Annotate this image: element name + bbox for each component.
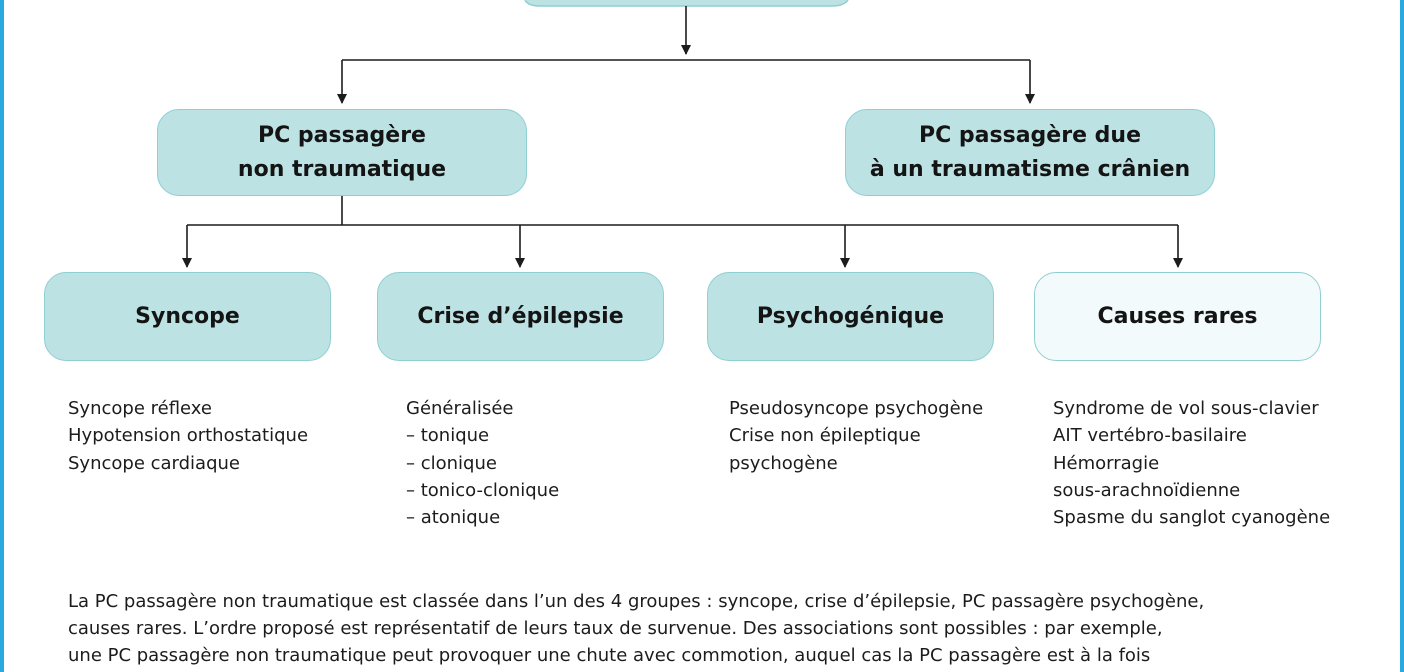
box-epilepsie-label: Crise d’épilepsie: [417, 303, 624, 329]
list-item: AIT vertébro-basilaire: [1053, 425, 1247, 447]
list-item: Pseudosyncope psychogène: [729, 398, 984, 419]
box-epilepsie: Crise d’épilepsie: [377, 272, 664, 361]
list-item: Syncope réflexe: [68, 398, 212, 419]
syncope-list: Syncope réflexe Hypotension orthostatiqu…: [68, 395, 308, 477]
box-causes-rares-label: Causes rares: [1097, 303, 1258, 329]
list-item: Généralisée: [406, 398, 514, 419]
caption-line: La PC passagère non traumatique est clas…: [68, 591, 1205, 612]
box-syncope-label: Syncope: [135, 303, 240, 329]
box-non-traumatic-line-2: non traumatique: [237, 156, 447, 182]
box-non-traumatic-line-1: PC passagère: [257, 122, 426, 148]
list-item: Syndrome de vol sous-clavier: [1053, 398, 1319, 419]
psychogenique-list: Pseudosyncope psychogène Crise non épile…: [729, 395, 983, 477]
box-traumatic-line-1: PC passagère due: [919, 122, 1141, 148]
root-box-edge: [524, 0, 849, 7]
epilepsie-list: Généralisée – tonique – clonique – tonic…: [406, 395, 559, 531]
box-psychogenique-label: Psychogénique: [756, 303, 945, 329]
caption-line: une PC passagère non traumatique peut pr…: [68, 645, 1151, 666]
list-item: Hypotension orthostatique: [68, 425, 309, 447]
caption-line: causes rares. L’ordre proposé est représ…: [68, 618, 1163, 639]
list-item: – atonique: [406, 507, 501, 529]
box-traumatic: PC passagère due à un traumatisme crânie…: [845, 109, 1215, 196]
box-traumatic-line-2: à un traumatisme crânien: [869, 156, 1191, 182]
figure-caption: La PC passagère non traumatique est clas…: [68, 588, 1368, 669]
box-non-traumatic: PC passagère non traumatique: [157, 109, 527, 196]
box-syncope: Syncope: [44, 272, 331, 361]
box-causes-rares: Causes rares: [1034, 272, 1321, 361]
list-item: – clonique: [406, 452, 497, 474]
list-item: Crise non épileptique: [729, 425, 921, 447]
box-psychogenique: Psychogénique: [707, 272, 994, 361]
list-item: psychogène: [729, 452, 838, 474]
list-item: Spasme du sanglot cyanogène: [1053, 507, 1331, 529]
list-item: sous-arachnoïdienne: [1053, 479, 1241, 501]
list-item: Hémorragie: [1053, 452, 1160, 474]
causes-rares-list: Syndrome de vol sous-clavier AIT vertébr…: [1053, 395, 1330, 531]
list-item: Syncope cardiaque: [68, 452, 240, 474]
list-item: – tonique: [406, 425, 490, 447]
list-item: – tonico-clonique: [406, 479, 560, 501]
